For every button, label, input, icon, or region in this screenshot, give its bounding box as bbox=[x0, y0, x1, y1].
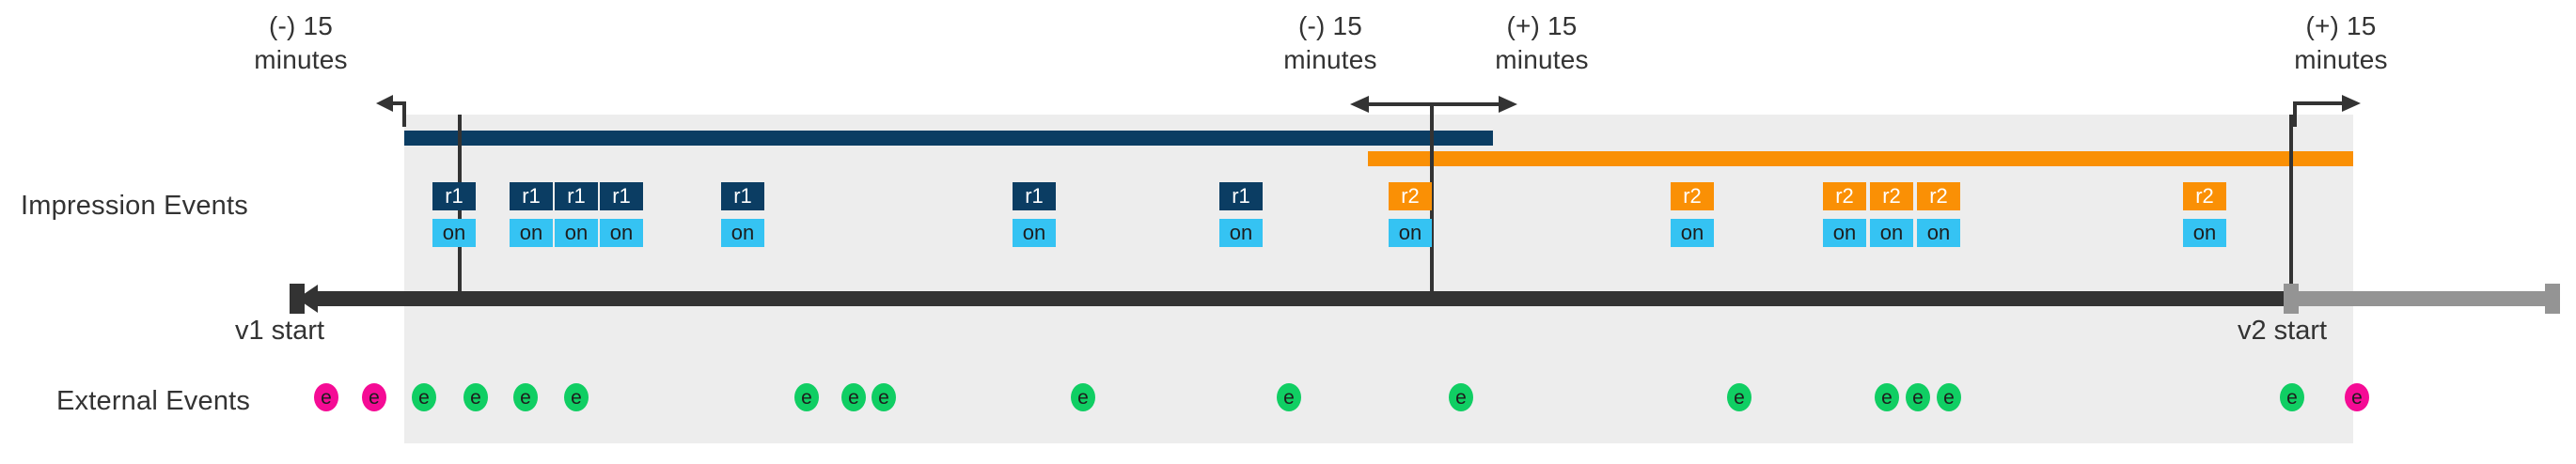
impression-request-badge[interactable]: r1 bbox=[1013, 182, 1056, 210]
impression-status-badge[interactable]: on bbox=[1219, 219, 1263, 247]
impression-request-badge[interactable]: r2 bbox=[1389, 182, 1432, 210]
impression-request-badge[interactable]: r2 bbox=[1671, 182, 1714, 210]
impression-request-badge[interactable]: r1 bbox=[510, 182, 553, 210]
external-event-marker[interactable]: e bbox=[1727, 383, 1751, 411]
impression-event-column[interactable]: r2 on bbox=[1823, 182, 1866, 247]
v1-window-start-arrow bbox=[376, 95, 406, 127]
external-event-marker[interactable]: e bbox=[794, 383, 819, 411]
impression-event-column[interactable]: r2 on bbox=[1917, 182, 1960, 247]
external-event-marker[interactable]: e bbox=[564, 383, 589, 411]
external-event-marker[interactable]: e bbox=[412, 383, 436, 411]
impression-status-badge[interactable]: on bbox=[1389, 219, 1432, 247]
impression-status-badge[interactable]: on bbox=[1917, 219, 1960, 247]
external-event-marker[interactable]: e bbox=[1449, 383, 1473, 411]
external-event-marker[interactable]: e bbox=[314, 383, 338, 411]
v2-attribution-window-bar bbox=[1368, 151, 2353, 166]
impression-request-badge[interactable]: r1 bbox=[1219, 182, 1263, 210]
impression-event-column[interactable]: r1 on bbox=[600, 182, 643, 247]
impression-event-column[interactable]: r1 on bbox=[555, 182, 598, 247]
impression-request-badge[interactable]: r1 bbox=[432, 182, 476, 210]
impression-event-column[interactable]: r1 on bbox=[721, 182, 764, 247]
v2-start-label: v2 start bbox=[2238, 316, 2328, 346]
external-event-marker[interactable]: e bbox=[362, 383, 386, 411]
impression-status-badge[interactable]: on bbox=[1671, 219, 1714, 247]
impression-status-badge[interactable]: on bbox=[432, 219, 476, 247]
impression-event-column[interactable]: r1 on bbox=[510, 182, 553, 247]
impression-request-badge[interactable]: r2 bbox=[1870, 182, 1913, 210]
impression-status-badge[interactable]: on bbox=[600, 219, 643, 247]
external-event-marker[interactable]: e bbox=[1875, 383, 1899, 411]
external-event-marker[interactable]: e bbox=[1937, 383, 1961, 411]
external-event-marker[interactable]: e bbox=[1906, 383, 1930, 411]
impression-event-column[interactable]: r2 on bbox=[1389, 182, 1432, 247]
impression-request-badge[interactable]: r2 bbox=[1917, 182, 1960, 210]
impression-event-column[interactable]: r1 on bbox=[1219, 182, 1263, 247]
external-event-marker[interactable]: e bbox=[872, 383, 896, 411]
v2-start-reference-line bbox=[2289, 115, 2293, 298]
timeline-axis-v1-segment bbox=[310, 291, 2291, 306]
impression-status-badge[interactable]: on bbox=[510, 219, 553, 247]
v1-start-label: v1 start bbox=[235, 316, 325, 346]
axis-end-cap bbox=[2545, 284, 2560, 314]
impression-events-row-label: Impression Events bbox=[21, 191, 248, 221]
external-event-marker[interactable]: e bbox=[513, 383, 538, 411]
impression-event-column[interactable]: r2 on bbox=[1671, 182, 1714, 247]
impression-request-badge[interactable]: r1 bbox=[555, 182, 598, 210]
v1-attribution-window-bar bbox=[404, 131, 1493, 146]
external-event-marker[interactable]: e bbox=[2280, 383, 2304, 411]
impression-event-column[interactable]: r1 on bbox=[1013, 182, 1056, 247]
callout-v1-window-start-label: (-) 15 minutes bbox=[254, 11, 348, 74]
external-event-marker[interactable]: e bbox=[1071, 383, 1095, 411]
impression-status-badge[interactable]: on bbox=[555, 219, 598, 247]
impression-request-badge[interactable]: r1 bbox=[721, 182, 764, 210]
impression-request-badge[interactable]: r2 bbox=[2183, 182, 2226, 210]
timeline-axis-v2-segment bbox=[2291, 291, 2552, 306]
window-boundary-reference-line bbox=[1430, 115, 1434, 298]
callout-v1-window-end-label: (-) 15 minutes bbox=[1283, 11, 1377, 74]
v2-window-end-arrow bbox=[2293, 95, 2361, 127]
impression-event-column[interactable]: r2 on bbox=[2183, 182, 2226, 247]
callout-v2-window-end-label: (+) 15 minutes bbox=[2294, 11, 2388, 74]
impression-status-badge[interactable]: on bbox=[1013, 219, 1056, 247]
impression-status-badge[interactable]: on bbox=[2183, 219, 2226, 247]
impression-status-badge[interactable]: on bbox=[721, 219, 764, 247]
external-events-row-label: External Events bbox=[56, 386, 251, 416]
external-event-marker[interactable]: e bbox=[841, 383, 866, 411]
impression-event-column[interactable]: r1 on bbox=[432, 182, 476, 247]
impression-status-badge[interactable]: on bbox=[1823, 219, 1866, 247]
impression-status-badge[interactable]: on bbox=[1870, 219, 1913, 247]
impression-request-badge[interactable]: r2 bbox=[1823, 182, 1866, 210]
callout-v2-window-start-label: (+) 15 minutes bbox=[1495, 11, 1589, 74]
impression-request-badge[interactable]: r1 bbox=[600, 182, 643, 210]
impression-event-column[interactable]: r2 on bbox=[1870, 182, 1913, 247]
active-window-shade bbox=[404, 115, 2353, 443]
external-event-marker[interactable]: e bbox=[1277, 383, 1301, 411]
external-event-marker[interactable]: e bbox=[2345, 383, 2369, 411]
external-event-marker[interactable]: e bbox=[463, 383, 488, 411]
